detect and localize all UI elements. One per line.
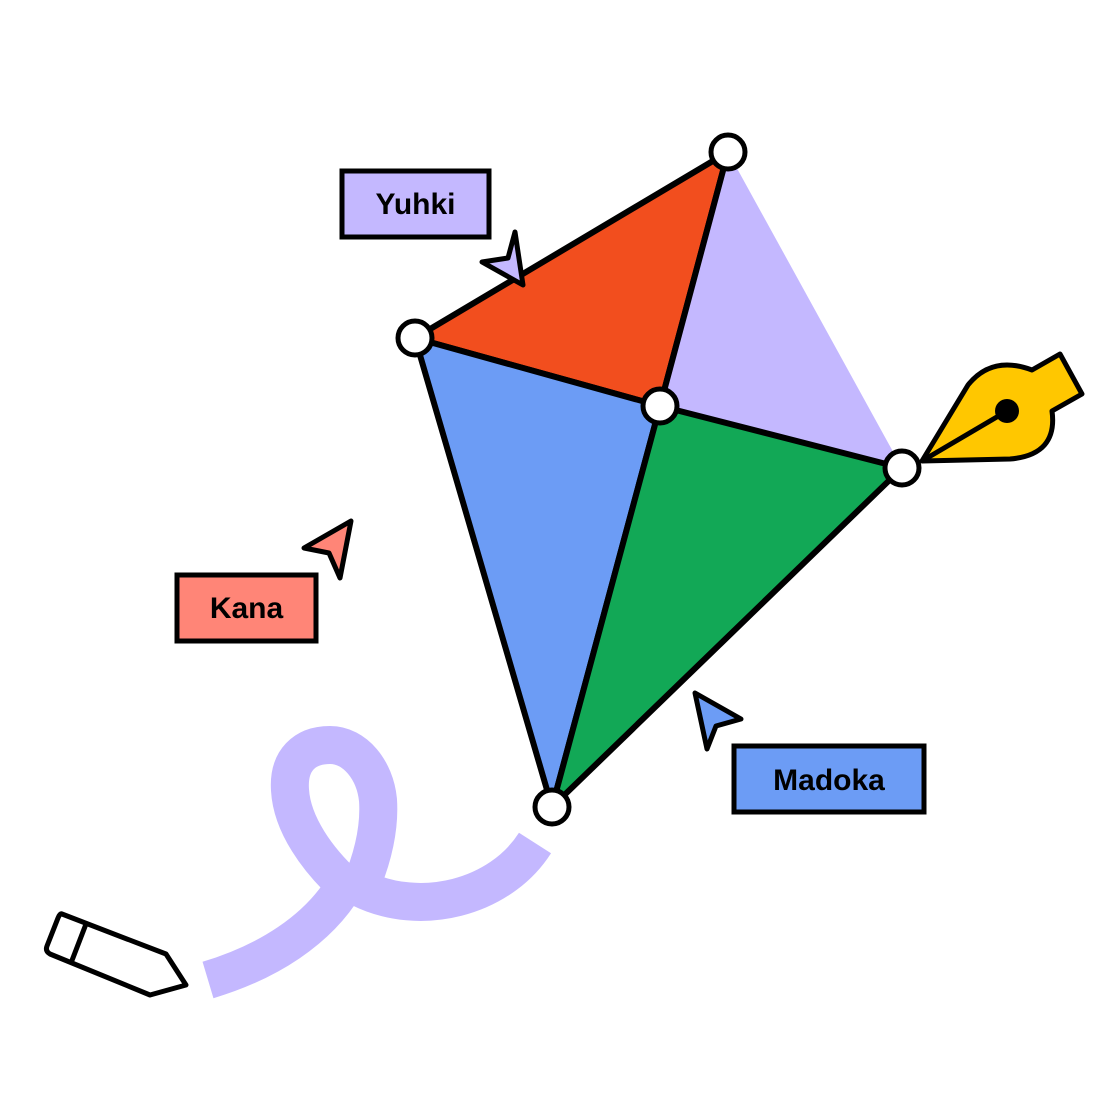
vertex-handle-icon[interactable] bbox=[640, 386, 680, 426]
kite-top-right-panel[interactable] bbox=[660, 152, 902, 468]
name-tag-madoka: Madoka bbox=[731, 743, 927, 815]
name-tag-label: Yuhki bbox=[375, 188, 455, 221]
pencil-icon[interactable] bbox=[43, 911, 189, 998]
vertex-handle-icon[interactable] bbox=[708, 132, 748, 172]
cursor-icon bbox=[479, 229, 526, 288]
vertex-handle-icon[interactable] bbox=[395, 318, 435, 358]
name-tag-label: Madoka bbox=[773, 764, 885, 797]
vertex-handle-icon[interactable] bbox=[532, 787, 572, 827]
kite-bottom-right-panel[interactable] bbox=[549, 403, 905, 810]
vertex-handle-icon[interactable] bbox=[882, 448, 922, 488]
scribble-stroke bbox=[202, 726, 552, 999]
cursor-icon bbox=[692, 690, 744, 752]
name-tag-yuhki: Yuhki bbox=[339, 168, 492, 240]
name-tag-kana: Kana bbox=[174, 572, 319, 644]
cursor-icon bbox=[301, 518, 354, 581]
kite-spar bbox=[657, 151, 731, 407]
name-tag-label: Kana bbox=[210, 592, 284, 625]
pen-tool-icon[interactable] bbox=[919, 351, 1085, 464]
